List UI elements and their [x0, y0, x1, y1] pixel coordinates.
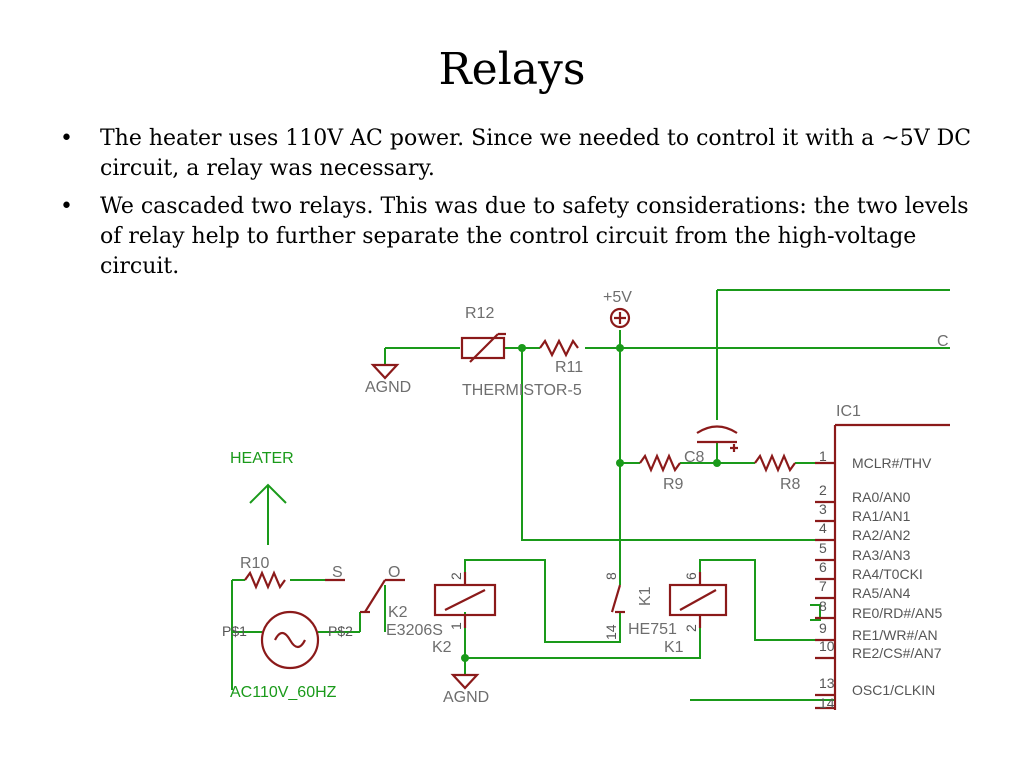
label-r8: R8 [780, 476, 801, 493]
label-c8: C8 [684, 449, 705, 466]
label-vcc: +5V [603, 289, 632, 306]
ic1-pin-name: RE2/CS#/AN7 [852, 645, 942, 661]
ic1-pin-name: RA3/AN3 [852, 547, 911, 563]
ic1-pin-number: 4 [819, 520, 827, 536]
label-offscreen-c: C [937, 333, 949, 350]
label-k1-part: HE751 [628, 621, 677, 638]
label-ps2: P$2 [328, 623, 353, 639]
ic1-pin-number: 13 [819, 675, 835, 691]
ic1-pin-name: RA4/T0CKI [852, 566, 923, 582]
components [244, 307, 950, 710]
bullet-list: • The heater uses 110V AC power. Since w… [60, 124, 980, 290]
ic1-pin-name: RE1/WR#/AN [852, 627, 938, 643]
ic1-pin-name: RA0/AN0 [852, 489, 911, 505]
ic1-pin-number: 6 [819, 559, 827, 575]
pin-k1-coil-bottom: 2 [683, 624, 699, 632]
label-r12: R12 [465, 305, 494, 322]
pin-k2-coil-bottom: 1 [448, 622, 464, 630]
pin-k1-switch-bottom: 14 [603, 624, 619, 640]
bullet-text: The heater uses 110V AC power. Since we … [100, 126, 972, 181]
label-switch-s: S [332, 564, 343, 581]
pin-k2-coil-top: 2 [448, 572, 464, 580]
label-agnd-top: AGND [365, 379, 411, 396]
junction-dots [461, 344, 721, 662]
label-ac-source: AC110V_60HZ [230, 684, 337, 701]
label-ic1: IC1 [836, 403, 861, 420]
slide-title: Relays [438, 44, 586, 95]
label-k2-top: K2 [388, 604, 408, 621]
label-k2-bottom: K2 [432, 639, 452, 656]
ic1-pin-name: RA2/AN2 [852, 527, 911, 543]
bullet-text: We cascaded two relays. This was due to … [100, 194, 969, 279]
pin-k1-coil-top: 6 [683, 572, 699, 580]
bullet-item: • We cascaded two relays. This was due t… [60, 192, 980, 282]
ic1-pin-number: 1 [819, 448, 827, 464]
ic1-pin-name: OSC1/CLKIN [852, 682, 935, 698]
ic1-pin-number: 5 [819, 540, 827, 556]
bullet-dot-icon: • [60, 194, 73, 219]
ic1-pin-number: 8 [819, 598, 827, 614]
label-r10: R10 [240, 555, 269, 572]
ic1-pin-name: RA1/AN1 [852, 508, 911, 524]
label-k1-top: K1 [637, 586, 654, 606]
bullet-item: • The heater uses 110V AC power. Since w… [60, 124, 980, 184]
label-agnd-bottom: AGND [443, 689, 489, 706]
ic1-pin-name: RA5/AN4 [852, 585, 911, 601]
ic1-pin-number: 3 [819, 501, 827, 517]
label-k1-bottom: K1 [664, 639, 684, 656]
label-r11: R11 [555, 359, 583, 376]
ic1-pin-number: 14 [819, 695, 835, 711]
ic1-pin-name: MCLR#/THV [852, 455, 932, 471]
ic1-pin-number: 7 [819, 578, 827, 594]
label-r9: R9 [663, 476, 684, 493]
ic1-pin-number: 2 [819, 482, 827, 498]
label-ps1: P$1 [222, 623, 247, 639]
label-switch-o: O [388, 564, 400, 581]
ic1-pin-number: 9 [819, 620, 827, 636]
ic1-pin-name: RE0/RD#/AN5 [852, 605, 942, 621]
label-k2-part: E3206S [386, 622, 443, 639]
label-heater: HEATER [230, 450, 294, 467]
pin-k1-switch-top: 8 [603, 572, 619, 580]
label-thermistor: THERMISTOR-5 [462, 382, 582, 399]
ic1-pin-list: 1 MCLR#/THV 2 RA0/AN0 3 RA1/AN1 4 RA2/AN2 5 RA3/A… [819, 448, 942, 711]
heater-arrow-icon [249, 483, 287, 545]
bullet-dot-icon: • [60, 126, 73, 151]
ic1-pin-number: 10 [819, 638, 835, 654]
